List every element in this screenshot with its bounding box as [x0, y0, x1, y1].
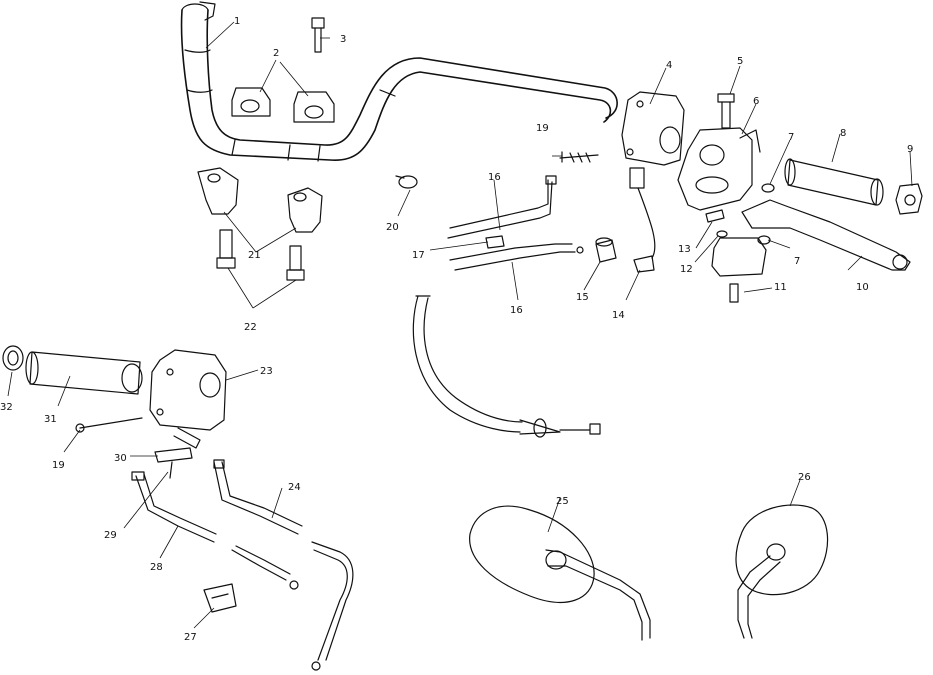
- callout-22: 22: [244, 322, 257, 333]
- callout-9: 9: [907, 144, 913, 155]
- part-grip-8: [784, 158, 884, 206]
- callout-4: 4: [666, 60, 672, 71]
- part-screw-3: [311, 17, 325, 53]
- callout-21: 21: [248, 250, 261, 261]
- callout-labels: 1 2 3 4 5 6 7 8 9 10 11 12 13 7 14 15 16…: [0, 16, 913, 643]
- part-clip-20: [395, 175, 418, 189]
- part-cable-adjuster: [231, 545, 299, 590]
- part-end-cap-9: [895, 183, 923, 215]
- part-risers: [197, 167, 323, 233]
- part-brake-switch: [629, 167, 656, 273]
- part-ferrule-15: [595, 237, 617, 263]
- callout-1: 1: [234, 16, 240, 27]
- part-cables-16: [447, 175, 584, 271]
- part-washers-7: [757, 183, 775, 245]
- callout-28: 28: [150, 562, 163, 573]
- part-cable-24: [213, 459, 303, 535]
- callout-6: 6: [753, 96, 759, 107]
- part-throttle-housing: [621, 91, 685, 166]
- callout-19b: 19: [52, 460, 65, 471]
- callout-7b: 7: [794, 256, 800, 267]
- callout-16b: 16: [510, 305, 523, 316]
- callout-2: 2: [273, 48, 279, 59]
- part-mirror-25: [469, 505, 651, 641]
- callout-7a: 7: [788, 132, 794, 143]
- callout-29: 29: [104, 530, 117, 541]
- part-clamp-11: [711, 237, 767, 303]
- callout-32: 32: [0, 402, 13, 413]
- callout-8: 8: [840, 128, 846, 139]
- part-handlebar: [180, 1, 618, 162]
- part-screw-19-left: [75, 417, 143, 433]
- part-clutch-cable: [412, 295, 601, 438]
- callout-5: 5: [737, 56, 743, 67]
- part-screw-19-top: [559, 151, 599, 163]
- callout-14: 14: [612, 310, 625, 321]
- part-clip-27: [203, 583, 237, 613]
- callout-12: 12: [680, 264, 693, 275]
- callout-13: 13: [678, 244, 691, 255]
- callout-25: 25: [556, 496, 569, 507]
- part-throttle-cable-28: [131, 471, 217, 543]
- callout-16a: 16: [488, 172, 501, 183]
- callout-23: 23: [260, 366, 273, 377]
- callout-20: 20: [386, 222, 399, 233]
- callout-17: 17: [412, 250, 425, 261]
- part-left-switch-housing: [149, 349, 227, 449]
- leader-lines: [7, 21, 913, 629]
- part-screw-29: [169, 461, 173, 479]
- callout-15: 15: [576, 292, 589, 303]
- part-clamp-caps: [231, 87, 335, 123]
- callout-31: 31: [44, 414, 57, 425]
- callout-10: 10: [856, 282, 869, 293]
- callout-24: 24: [288, 482, 301, 493]
- part-mirror-26: [735, 504, 829, 639]
- callout-11: 11: [774, 282, 787, 293]
- part-brake-lever: [741, 199, 911, 271]
- callout-27: 27: [184, 632, 197, 643]
- part-end-ring-32: [2, 345, 24, 371]
- callout-26: 26: [798, 472, 811, 483]
- part-bracket-30: [154, 447, 193, 463]
- callout-19a: 19: [536, 123, 549, 134]
- callout-30: 30: [114, 453, 127, 464]
- part-left-grip: [25, 351, 143, 395]
- callout-3: 3: [340, 34, 346, 45]
- part-small-washer-12-13: [705, 209, 728, 238]
- part-pin-5: [717, 93, 735, 129]
- part-lever-mount: [677, 127, 761, 211]
- part-lower-cable: [311, 541, 354, 671]
